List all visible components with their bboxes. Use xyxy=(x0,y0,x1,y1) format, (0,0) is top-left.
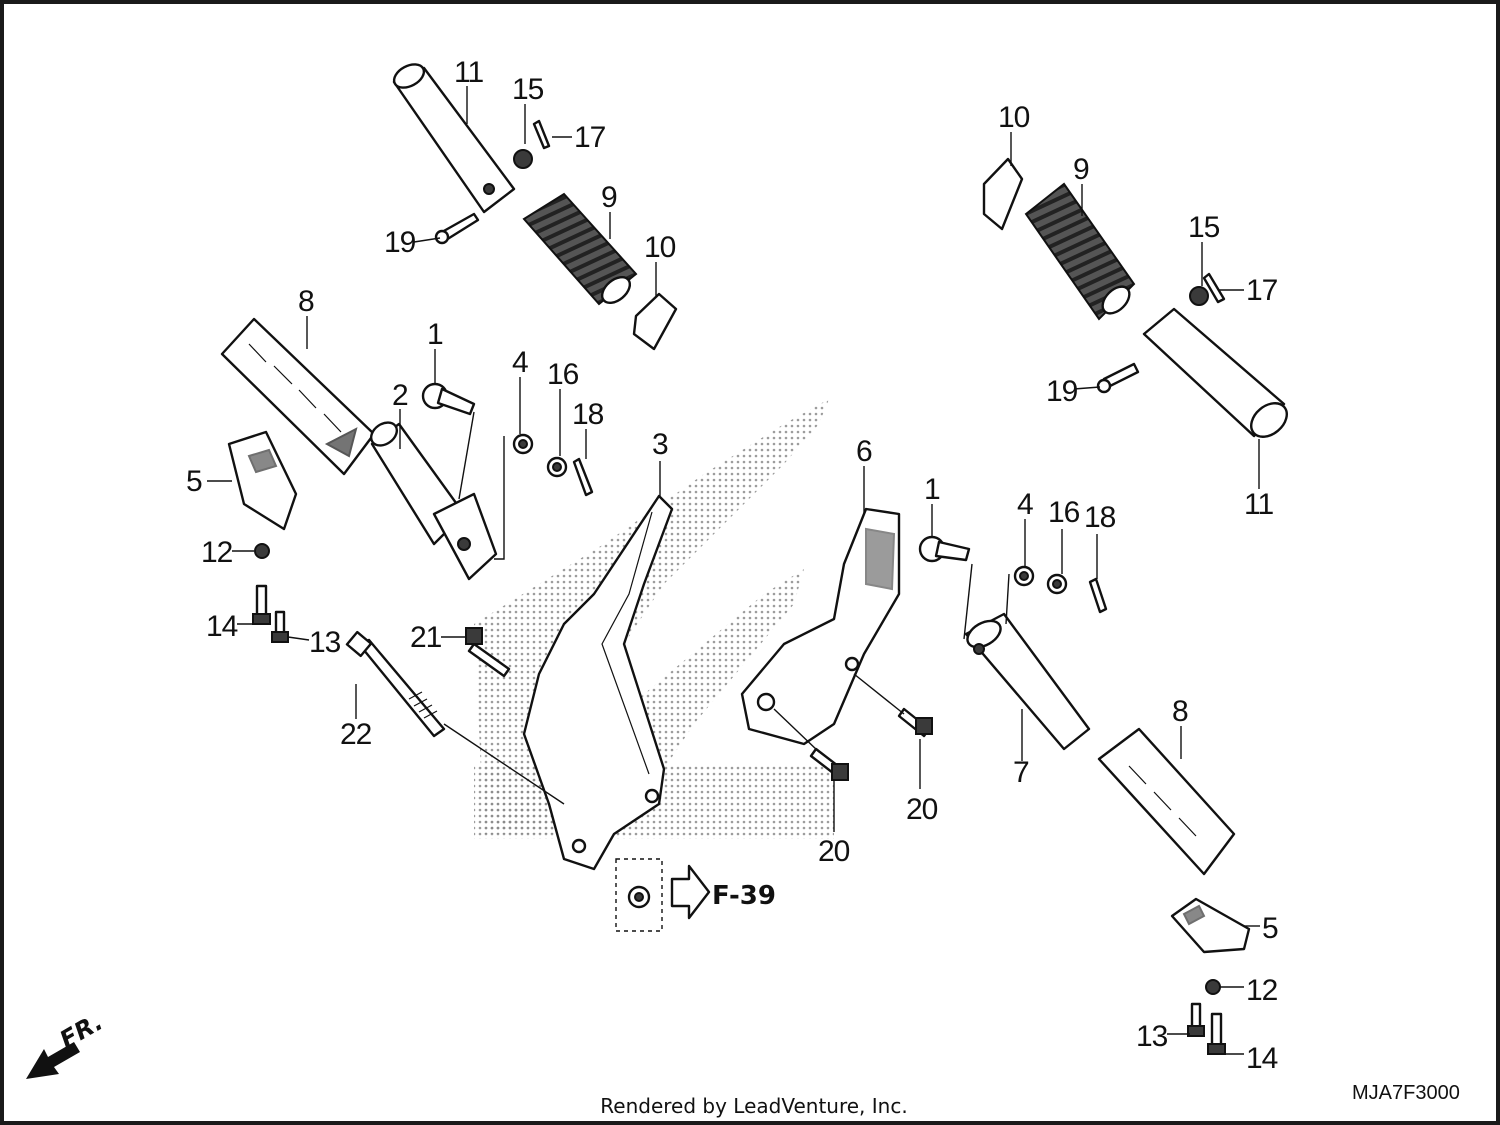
callout-1-right: 1 xyxy=(924,473,940,506)
part-2-left-footpeg xyxy=(369,421,498,581)
part-9-rubber xyxy=(522,192,638,306)
part-14-right-bolt xyxy=(1207,1012,1226,1055)
footer-credit: Rendered by LeadVenture, Inc. xyxy=(600,1094,908,1118)
part-1-right-pivot-pin xyxy=(918,535,971,563)
part-10-gasket xyxy=(632,292,678,351)
callout-7: 7 xyxy=(1013,756,1029,789)
callout-17: 17 xyxy=(574,121,606,154)
part-20-bolt-b xyxy=(809,747,849,781)
drawing-code: MJA7F3000 xyxy=(1352,1082,1460,1104)
callout-14: 14 xyxy=(206,610,238,643)
callout-22: 22 xyxy=(340,718,372,751)
part-13-right-bolt xyxy=(1187,1002,1205,1037)
part-8-left-peg-rubber xyxy=(220,317,376,476)
callout-13-right: 13 xyxy=(1136,1020,1168,1053)
part-11-left-pillion-peg xyxy=(392,63,516,214)
part-22-long-bolt xyxy=(345,630,446,738)
callout-16-right: 16 xyxy=(1048,496,1080,529)
part-5-peg-holder xyxy=(227,430,298,531)
callout-13: 13 xyxy=(309,626,341,659)
part-14-bolt xyxy=(252,584,271,625)
callout-17-right: 17 xyxy=(1246,274,1278,307)
callout-16: 16 xyxy=(547,358,579,391)
reference-arrow-icon xyxy=(670,864,711,920)
part-15-right-washer xyxy=(1189,286,1209,306)
part-18-cotter-pin xyxy=(572,457,594,497)
callout-3: 3 xyxy=(652,428,668,461)
part-16-right-washer xyxy=(1046,573,1068,595)
callout-10: 10 xyxy=(644,231,676,264)
leader-lines xyxy=(207,86,1260,1055)
callout-12: 12 xyxy=(201,536,233,569)
callout-19-right: 19 xyxy=(1046,375,1078,408)
callout-4-right: 4 xyxy=(1017,488,1033,521)
callout-5-right: 5 xyxy=(1262,912,1278,945)
callout-4: 4 xyxy=(512,346,528,379)
callout-21: 21 xyxy=(410,621,442,654)
part-12-right-nut xyxy=(1205,979,1221,995)
part-20-bolt-a xyxy=(897,707,933,738)
callout-6: 6 xyxy=(856,435,872,468)
front-marker-label: FR. xyxy=(55,1008,107,1054)
exploded-parts-diagram: 11 15 17 19 9 10 8 1 2 4 16 18 5 12 14 1… xyxy=(26,56,1460,1104)
callout-10-right: 10 xyxy=(998,101,1030,134)
part-16-washer xyxy=(546,456,568,478)
callout-8: 8 xyxy=(298,285,314,318)
callout-15: 15 xyxy=(512,73,544,106)
part-4-right-spring xyxy=(1013,565,1035,587)
part-3-left-bracket xyxy=(522,494,674,871)
part-15-washer xyxy=(513,149,533,169)
callout-1: 1 xyxy=(427,318,443,351)
callout-18-right: 18 xyxy=(1084,501,1116,534)
part-12-nut xyxy=(254,543,270,559)
callout-19: 19 xyxy=(384,226,416,259)
part-10-right-gasket xyxy=(982,157,1024,231)
part-18-right-cotter-pin xyxy=(1088,577,1108,614)
part-4-spring xyxy=(512,433,534,455)
part-6-right-bracket xyxy=(740,507,901,746)
part-1-pivot-pin xyxy=(421,382,476,416)
part-21-bolt xyxy=(465,627,511,678)
callout-8-right: 8 xyxy=(1172,695,1188,728)
callout-18: 18 xyxy=(572,398,604,431)
callout-15-right: 15 xyxy=(1188,211,1220,244)
callout-labels: 11 15 17 19 9 10 8 1 2 4 16 18 5 12 14 1… xyxy=(186,56,1279,1075)
callout-5: 5 xyxy=(186,465,202,498)
callout-12-right: 12 xyxy=(1246,974,1278,1007)
part-7-right-footpeg xyxy=(964,612,1091,751)
callout-20-lower: 20 xyxy=(818,835,850,868)
part-11-right-pillion-peg xyxy=(1142,307,1288,438)
front-arrow-icon xyxy=(26,1042,80,1079)
reference-label: F-39 xyxy=(712,881,776,911)
part-5-right-peg-holder xyxy=(1170,897,1251,954)
callout-9: 9 xyxy=(601,181,617,214)
callout-14-right: 14 xyxy=(1246,1042,1278,1075)
part-19-right-pin xyxy=(1096,362,1140,394)
callout-2: 2 xyxy=(392,379,408,412)
callout-11-right: 11 xyxy=(1244,488,1273,521)
part-13-bolt xyxy=(271,610,289,643)
part-19-pin xyxy=(434,212,480,245)
flange-nut-in-dashed-box xyxy=(615,858,663,932)
part-9-right-rubber xyxy=(1024,182,1136,321)
callout-20-upper: 20 xyxy=(906,793,938,826)
callout-11: 11 xyxy=(454,56,483,89)
callout-9-right: 9 xyxy=(1073,153,1089,186)
part-8-right-peg-rubber xyxy=(1097,727,1236,876)
part-17-cotter-pin xyxy=(532,119,551,150)
